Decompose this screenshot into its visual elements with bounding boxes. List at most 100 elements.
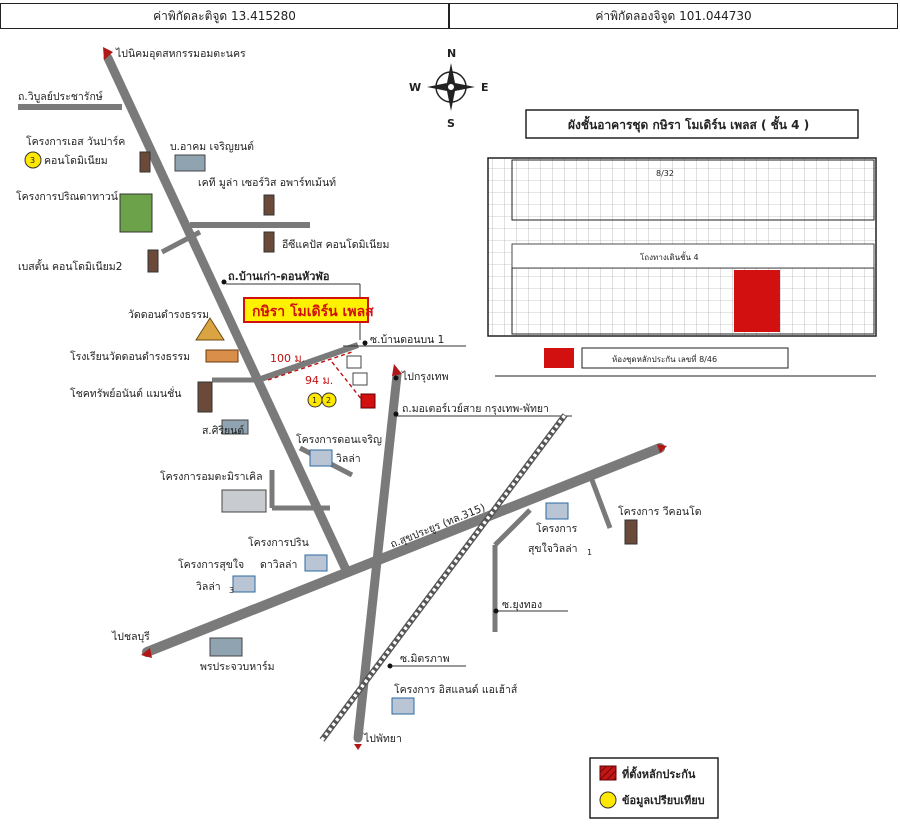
- place-school-wat-don: โรงเรียนวัดดอนดำรงธรรม: [70, 350, 190, 363]
- place-icons: [119, 151, 638, 715]
- junction-dot-soi: [362, 340, 368, 346]
- warehouse-icon: [174, 154, 206, 172]
- collateral-building[interactable]: [360, 393, 376, 409]
- distance-100-line: [267, 351, 353, 381]
- warehouse-icon: [209, 637, 243, 657]
- comparison-marker-1[interactable]: 1: [307, 392, 323, 408]
- place-sukjai-villa1-a: โครงการ: [536, 522, 578, 535]
- longitude-readout: ค่าพิกัดลองจิจูด 101.044730: [448, 4, 897, 28]
- marker-circle: [24, 151, 42, 169]
- arrow-pattaya: [354, 744, 362, 750]
- main-property-label-box[interactable]: กษิรา โมเดิร์น เพลส: [243, 297, 374, 323]
- place-sukjai-villa3-b: วิลล่า: [196, 581, 221, 593]
- villa-icon: [545, 502, 569, 520]
- label-to-bangkok: ไปกรุงเทพ: [401, 370, 449, 383]
- place-porn-prachuap: พรประจวบหาร์ม: [200, 660, 275, 673]
- villa-icon: [309, 449, 333, 467]
- tower-icon: [624, 519, 638, 545]
- road-main-diagonal: [103, 53, 352, 577]
- collateral-unit-highlight[interactable]: [734, 270, 780, 332]
- comparison-building-2: [352, 372, 368, 386]
- floor-plan-note-box: [581, 347, 789, 369]
- marker-number: 2: [326, 396, 331, 405]
- legend-collateral-swatch: [599, 765, 617, 781]
- junction-dot-ban-kao: [221, 279, 227, 285]
- floor-plan-title-box: [525, 109, 859, 139]
- floor-plan[interactable]: ผังชั้นอาคารชุด กษิรา โมเดิร์น เพลส ( ชั…: [487, 109, 877, 377]
- tower-icon: [147, 249, 159, 273]
- label-vibul: ถ.วิบูลย์ประชารักษ์: [18, 90, 103, 103]
- main-property-label-bg: [243, 297, 369, 323]
- place-da-villa: ดาวิลล่า: [260, 559, 297, 571]
- place-amata-miracle: โครงการอมตะมิราเคิล: [160, 470, 263, 483]
- arrow-bangkok: [392, 364, 402, 376]
- floor-plan-title: ผังชั้นอาคารชุด กษิรา โมเดิร์น เพลส ( ชั…: [568, 115, 809, 133]
- place-s-one-park: โครงการเอส วันปาร์ค: [26, 135, 125, 148]
- tower-icon: [139, 151, 151, 173]
- place-chokesap: โชคทรัพย์อนันต์ แมนชั่น: [70, 386, 181, 400]
- place-baseten-condo: เบสตั้น คอนโดมิเนียม2: [18, 259, 122, 273]
- comparison-marker-2[interactable]: 2: [321, 392, 337, 408]
- place-easy-condo: อีซีแคปัส คอนโดมิเนียม: [282, 238, 389, 251]
- floor-plan-note: ห้องชุดหลักประกัน เลขที่ 8/46: [612, 353, 717, 364]
- marker-number: 1: [312, 396, 317, 405]
- place-villa1-num: 1: [587, 548, 592, 557]
- label-to-chonburi: ไปชลบุรี: [111, 630, 150, 643]
- road-baseten: [160, 229, 202, 255]
- label-mittraphap: ซ.มิตรภาพ: [400, 653, 450, 665]
- corridor-label: โถงทางเดินชั้น 4: [640, 251, 699, 262]
- place-condo-minium: คอนโดมิเนียม: [44, 154, 108, 167]
- corridor-band: [511, 243, 875, 269]
- place-wat-don: วัดดอนดำรงธรรม: [128, 309, 209, 321]
- green-building-icon: [119, 193, 153, 233]
- tower-icon: [263, 231, 275, 253]
- road-sukprayoon: [142, 443, 665, 657]
- distance-100-label: 100 ม.: [270, 352, 305, 365]
- place-villa: วิลล่า: [336, 453, 361, 465]
- label-ban-kao: ถ.บ้านเก่า-ดอนหัวฬ่อ: [228, 270, 330, 283]
- place-v-condo: โครงการ วีคอนโด: [618, 505, 702, 518]
- comparison-building-1: [346, 355, 362, 369]
- arrow-chonburi: [141, 648, 152, 658]
- marker-circle: [321, 392, 337, 408]
- place-cetty-mula: เคที มูล่า เซอร์วิส อพาร์ทเม้นท์: [198, 176, 336, 189]
- label-yung-thong: ซ.ยุงทอง: [502, 599, 542, 611]
- distance-94-label: 94 ม.: [305, 374, 333, 387]
- comparison-marker-3[interactable]: 3: [24, 151, 42, 169]
- place-island-house: โครงการ อิสแลนด์ แอเฮ้าส์: [394, 683, 518, 696]
- legend-comparison-label: ข้อมูลเปรียบเทียบ: [622, 794, 705, 808]
- marker-number: 3: [30, 156, 35, 165]
- tower-icon: [197, 381, 213, 413]
- label-to-pattaya: ไปพัทยา: [363, 732, 402, 745]
- tower-icon: [263, 194, 275, 216]
- label-soi-ban-don: ซ.บ้านดอนบน 1: [370, 334, 444, 346]
- distance-94-line: [331, 361, 363, 401]
- road-v-condo: [589, 479, 613, 529]
- place-s-siriyont: ส.ศิริยนต์: [202, 424, 244, 437]
- place-parinda-town: โครงการปริณดาทาวน์: [16, 190, 118, 203]
- road-network: [18, 53, 665, 743]
- place-sukjai-villa1-b: สุขใจวิลล่า: [528, 542, 578, 555]
- compass-e: E: [481, 81, 489, 94]
- place-villa3-num: 3: [229, 586, 234, 595]
- main-property-label: กษิรา โมเดิร์น เพลส: [252, 302, 374, 320]
- direction-arrows: [103, 47, 667, 750]
- label-motorway: ถ.มอเตอร์เวย์สาย กรุงเทพ-พัทยา: [402, 402, 549, 415]
- compass-w: W: [409, 81, 421, 94]
- temple-icon: [195, 317, 225, 341]
- office-icon: [221, 489, 267, 513]
- coordinate-bar: ค่าพิกัดละติจูด 13.415280 ค่าพิกัดลองจิจ…: [0, 3, 898, 29]
- arrow-industrial: [103, 47, 113, 60]
- place-don-charoen: โครงการดอนเจริญ: [296, 433, 382, 446]
- label-to-industrial: ไปนิคมอุตสหกรรมอมตะนคร: [115, 47, 246, 60]
- place-parin: โครงการปริน: [248, 536, 309, 549]
- note-swatch: [544, 348, 574, 368]
- villa-icon: [304, 554, 328, 572]
- villa-icon: [391, 697, 415, 715]
- compass-s: S: [447, 117, 455, 130]
- legend: ที่ตั้งหลักประกัน ข้อมูลเปรียบเทียบ: [589, 757, 719, 819]
- place-b-akom: บ.อาคม เจริญยนต์: [170, 140, 254, 153]
- road-yung-thong: [493, 508, 532, 547]
- school-icon: [205, 349, 239, 363]
